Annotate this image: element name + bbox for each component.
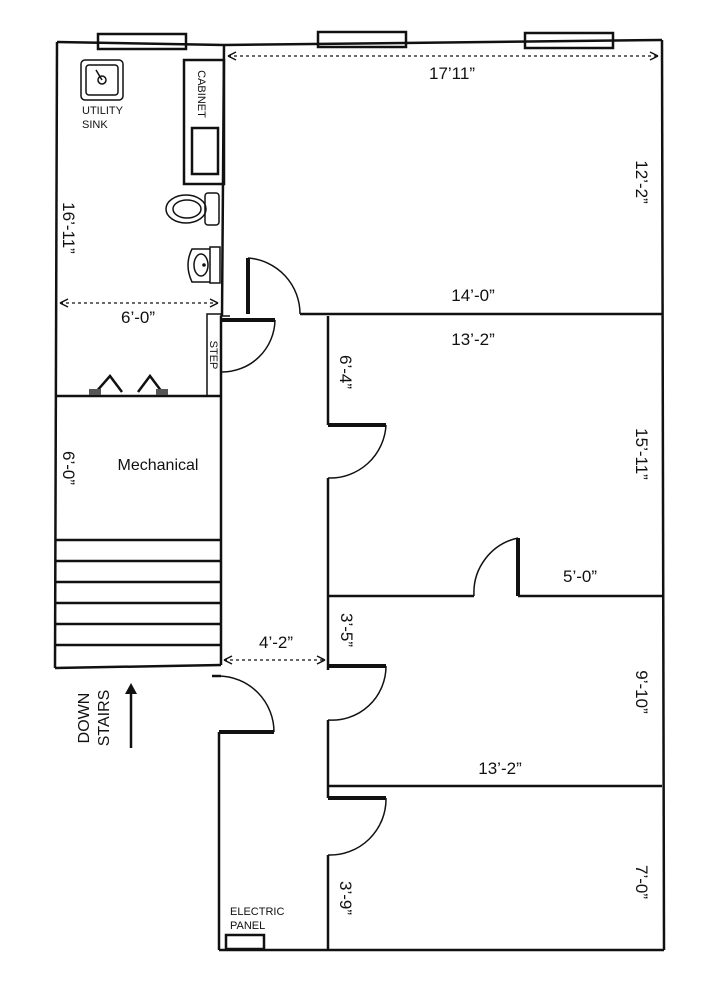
stairs — [55, 538, 221, 647]
electric-panel-label-line1: ELECTRIC — [230, 906, 284, 918]
room3-door-offset-dimension: 3’-5” — [337, 613, 356, 647]
hall-width-dimension: 4’-2” — [259, 633, 293, 652]
doors — [212, 257, 520, 856]
closet-width-dimension: 5’-0” — [563, 567, 597, 586]
room2-width-dimension: 13’-2” — [451, 330, 495, 349]
utility-sink-label-line1: UTILITY — [82, 105, 124, 117]
bathroom-sink-icon — [187, 246, 221, 284]
mechanical-label: Mechanical — [118, 457, 199, 474]
mechanical-equipment-icon — [89, 373, 168, 395]
stairs-label: STAIRS — [96, 690, 113, 747]
room4-height-dimension: 7’-0” — [632, 865, 651, 899]
dimension-lines — [59, 51, 659, 665]
electric-panel-icon — [224, 933, 266, 951]
room2-door-offset-dimension: 6’-4” — [336, 355, 355, 389]
utility-sink-label-line2: SINK — [82, 119, 108, 131]
cabinet-icon — [182, 58, 226, 186]
cabinet-label: CABINET — [195, 70, 207, 118]
utility-height-dimension: 16’-11” — [59, 202, 78, 254]
top-width-dimension: 17’11” — [429, 64, 475, 83]
labels: 17’11” 16’-11” 6’-0” CABINET UTILITY SIN… — [59, 64, 651, 932]
room2-height-dimension: 15’-11” — [632, 428, 651, 480]
room4-door-offset-dimension: 3’-9” — [336, 881, 355, 915]
utility-sink-icon — [80, 59, 124, 101]
windows — [96, 30, 615, 51]
room3-height-dimension: 9’-10” — [632, 670, 651, 714]
room1-width-dimension: 14’-0” — [451, 286, 495, 305]
electric-panel-label-line2: PANEL — [230, 920, 265, 932]
stairs-up-arrow-icon — [125, 683, 137, 748]
down-label: DOWN — [76, 693, 93, 744]
walls — [53, 38, 666, 952]
utility-width-dimension: 6’-0” — [121, 308, 155, 327]
toilet-icon — [165, 192, 220, 226]
mechanical-height-dimension: 6’-0” — [59, 451, 78, 485]
room1-height-dimension: 12’-2” — [632, 160, 651, 204]
room3-width-dimension: 13’-2” — [478, 759, 522, 778]
step-label: STEP — [207, 341, 219, 370]
